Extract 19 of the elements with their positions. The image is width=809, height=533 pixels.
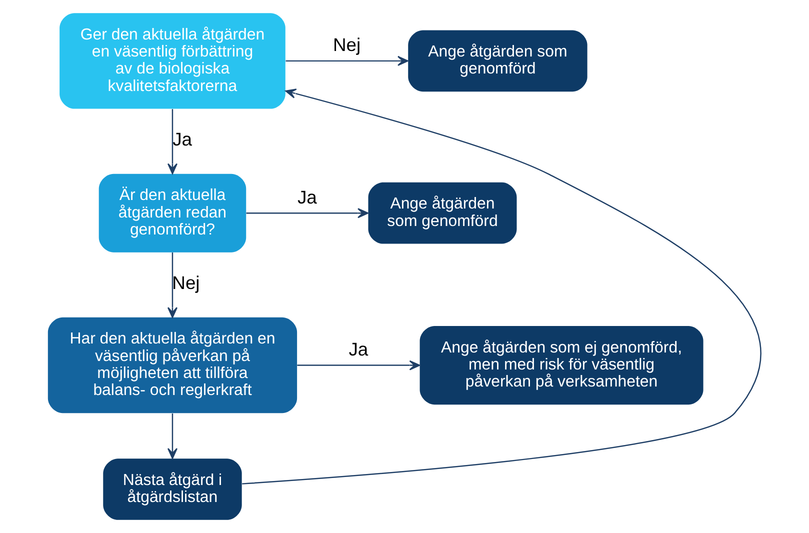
arrow [286,56,408,66]
node-box: Är den aktuella åtgärden redan genomförd? [98,174,246,252]
edge-label: Ja [348,338,368,360]
arrow [167,414,178,459]
edge-label: Nej [172,272,200,294]
node-box: Har den aktuella åtgärden en väsentlig påverkan på möjligheten att tillföra balans- och reglerkraft [48,317,298,414]
edge-label: Ja [297,186,317,208]
edge-label: Nej [332,34,361,56]
arrow [242,88,760,484]
edge-label: Ja [172,128,192,150]
node-box: Nästa åtgärd i åtgärdslistan [103,458,242,520]
arrow [297,360,420,370]
arrow [246,208,368,218]
node-box: Ger den aktuella åtgärden en väsentlig förbättring av de biologiska kvalitetsfaktorerna [60,13,286,109]
arrow [167,252,178,318]
node-box: Ange åtgärden som genomförd [368,182,517,244]
arrow [167,109,178,174]
node-box: Ange åtgärden som genomförd [408,30,588,92]
node-box: Ange åtgärden som ej genomförd, men med risk för väsentlig påverkan på verksamheten [420,326,704,405]
